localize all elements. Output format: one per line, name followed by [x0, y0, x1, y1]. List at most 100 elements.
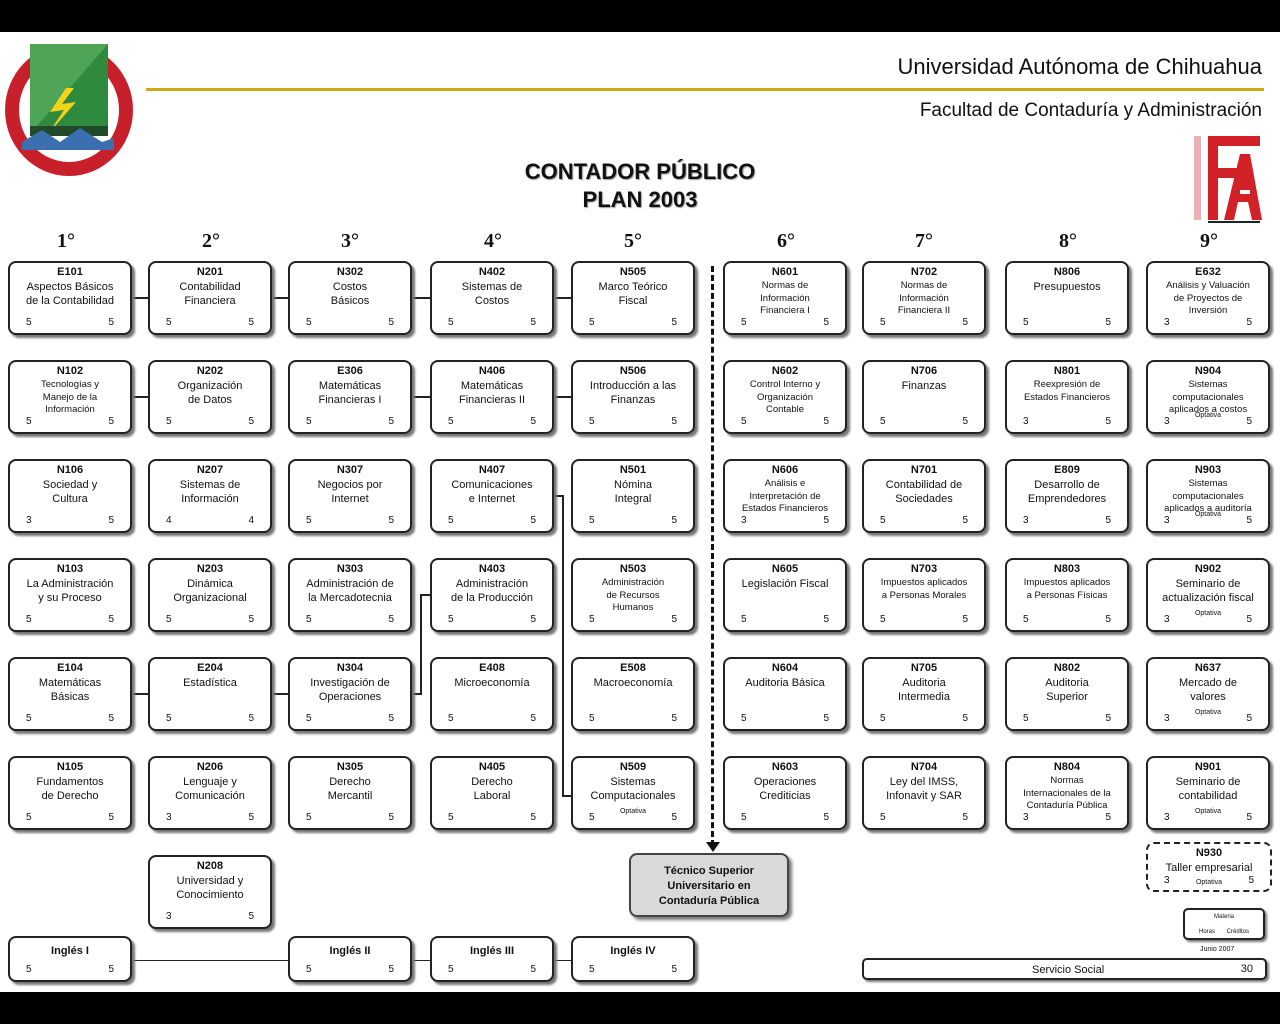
course-credits: 5 — [1105, 812, 1111, 823]
semester-header-3: 3° — [341, 230, 359, 252]
course-hours: 5 — [589, 515, 595, 526]
course-credits: 5 — [671, 713, 677, 724]
prereq-connector — [420, 594, 422, 695]
course-name-line: Organización — [177, 380, 243, 392]
course-hours: 5 — [448, 614, 454, 625]
course-credits: 5 — [962, 416, 968, 427]
course-credits: 5 — [248, 614, 254, 625]
course-name: Taller empresarial — [1165, 862, 1253, 874]
course-name-line: Dinámica — [187, 578, 233, 590]
course-name-line: de Datos — [187, 394, 233, 406]
course-code: N202 — [196, 365, 224, 377]
course-code: N505 — [619, 266, 647, 278]
course-name: Legislación Fiscal — [729, 577, 841, 591]
course-name-line: de la Producción — [451, 592, 533, 604]
course-credits: 5 — [823, 812, 829, 823]
semester-header-5: 5° — [624, 230, 642, 252]
course-credits: 5 — [248, 317, 254, 328]
course-credits: 5 — [530, 515, 536, 526]
course-name-line: Marco Teórico — [598, 281, 668, 293]
course-name-line: Emprendedores — [1027, 493, 1107, 505]
course-code: N701 — [910, 464, 938, 476]
course-hours: 5 — [741, 416, 747, 427]
course-credits: 5 — [530, 964, 536, 975]
course-name-line: Integral — [614, 493, 652, 505]
course-hours: 3 — [1164, 317, 1170, 328]
course-hours: 3 — [1164, 614, 1170, 625]
course-hours: 5 — [166, 713, 172, 724]
course-name-line: Computacionales — [590, 790, 676, 802]
course-name-line: Impuestos aplicados — [880, 577, 968, 588]
course-credits: 5 — [108, 614, 114, 625]
course-name-line: Contaduría Pública — [1026, 800, 1108, 811]
course-hours: 5 — [589, 317, 595, 328]
course-name-line: Inversión — [1188, 305, 1228, 316]
course-name-line: Estados Financieros — [741, 503, 829, 514]
course-name-line: Matemáticas — [318, 380, 382, 392]
course-name: Ley del IMSS,Infonavit y SAR — [868, 775, 980, 803]
course-code: N904 — [1194, 365, 1222, 377]
course-credits: 5 — [248, 416, 254, 427]
course-code: N603 — [771, 761, 799, 773]
course-hours: 5 — [589, 713, 595, 724]
course-code: E104 — [57, 662, 83, 674]
prereq-connector — [132, 297, 148, 299]
course-name-line: Macroeconomía — [593, 677, 673, 689]
course-hours: 5 — [166, 614, 172, 625]
course-code: N207 — [196, 464, 224, 476]
course-code: N405 — [478, 761, 506, 773]
course-name-line: Laboral — [473, 790, 511, 802]
course-code: N637 — [1194, 662, 1222, 674]
course-credits: 5 — [671, 515, 677, 526]
course-name-line: Matemáticas — [460, 380, 524, 392]
course-name-line: Introducción a las — [589, 380, 677, 392]
course-name: Estadística — [154, 676, 266, 690]
course-hours: 3 — [1023, 416, 1029, 427]
course-name-line: Desarrollo de — [1034, 479, 1100, 491]
course-credits: 5 — [1105, 317, 1111, 328]
course-credits: 5 — [108, 964, 114, 975]
course-hours: 5 — [1023, 614, 1029, 625]
course-hours: 3 — [166, 911, 172, 922]
course-credits: 5 — [388, 317, 394, 328]
semester-header-7: 7° — [915, 230, 933, 252]
tsu-line1: Técnico Superior — [664, 865, 754, 877]
course-code: Inglés I — [51, 945, 89, 957]
optativa-label: Optativa — [1194, 511, 1222, 518]
prereq-connector — [554, 495, 564, 497]
course-hours: 5 — [741, 812, 747, 823]
course-code: N704 — [910, 761, 938, 773]
course-credits: 5 — [1246, 515, 1252, 526]
university-logo — [2, 38, 136, 178]
course-credits: 5 — [1246, 317, 1252, 328]
course-credits: 5 — [671, 317, 677, 328]
course-code: E204 — [197, 662, 223, 674]
course-code: N103 — [56, 563, 84, 575]
